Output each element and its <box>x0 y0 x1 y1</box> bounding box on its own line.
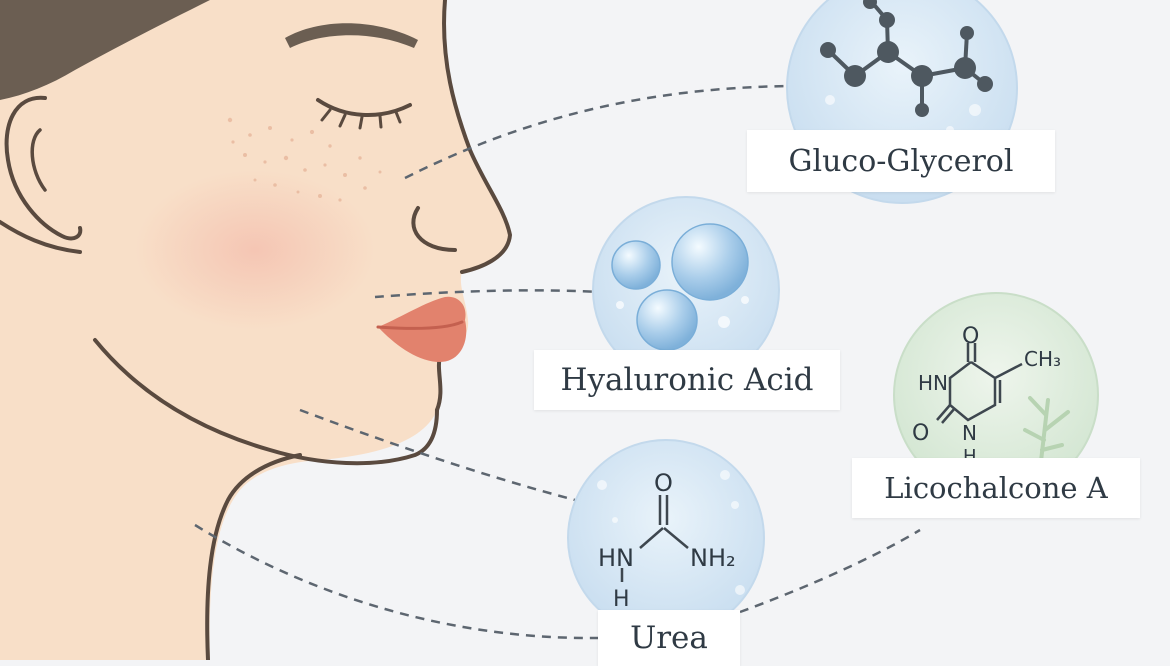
neck-outline <box>205 453 302 660</box>
hair <box>0 0 210 100</box>
urea-label-text: Urea <box>630 620 708 656</box>
molecule-ball-stick-icon <box>820 0 993 117</box>
atom-ch3: CH₃ <box>1024 347 1061 371</box>
lip-line <box>376 320 464 330</box>
atom-h: H <box>613 587 630 612</box>
jaw-outline <box>93 338 439 466</box>
connector-urea-upper <box>299 408 576 502</box>
atom-nh2: NH₂ <box>690 544 736 572</box>
connector-lines <box>194 84 921 640</box>
connector-licochalcone-a <box>739 528 921 614</box>
atom-hn: HN <box>918 371 948 395</box>
urea-label: Urea <box>598 610 740 666</box>
hyaluronic-acid-label: Hyaluronic Acid <box>534 350 840 410</box>
licochalcone-a-label-text: Licochalcone A <box>884 471 1108 505</box>
connector-gluco-glycerol <box>404 84 791 180</box>
ear-inner <box>30 128 47 192</box>
licochalcone-a-label: Licochalcone A <box>852 458 1140 518</box>
nostril-line <box>411 206 457 252</box>
eyebrow <box>285 23 418 48</box>
freckles <box>227 117 382 202</box>
closed-eye <box>316 98 412 118</box>
lower-lip <box>378 320 467 362</box>
atom-hn: HN <box>598 544 634 572</box>
connector-urea-lower <box>194 523 601 640</box>
head-back-outline <box>0 220 82 254</box>
hyaluronic-acid-bubble <box>592 196 780 384</box>
upper-lip <box>378 296 466 329</box>
urea-structure-icon: O HN NH₂ H <box>598 469 736 612</box>
water-bubbles-icon <box>611 223 749 351</box>
eyelashes <box>320 108 402 130</box>
atom-nh: N <box>962 421 977 445</box>
face-profile <box>0 0 513 660</box>
profile-outline <box>442 0 513 274</box>
atom-o-left: O <box>912 421 929 446</box>
ring-structure-icon: O HN CH₃ O N H <box>912 324 1061 467</box>
licochalcone-a-bubble: O HN CH₃ O N H <box>893 292 1099 498</box>
cheek-blush <box>135 170 375 330</box>
gluco-glycerol-label: Gluco-Glycerol <box>747 130 1055 192</box>
atom-o-top: O <box>962 324 979 349</box>
hyaluronic-acid-label-text: Hyaluronic Acid <box>560 362 814 398</box>
gluco-glycerol-label-text: Gluco-Glycerol <box>788 143 1014 179</box>
urea-bubble: O HN NH₂ H <box>567 439 765 637</box>
bubble-droplets <box>597 470 745 595</box>
ear <box>4 95 83 241</box>
atom-o: O <box>654 469 673 497</box>
connector-hyaluronic-acid <box>374 289 601 299</box>
